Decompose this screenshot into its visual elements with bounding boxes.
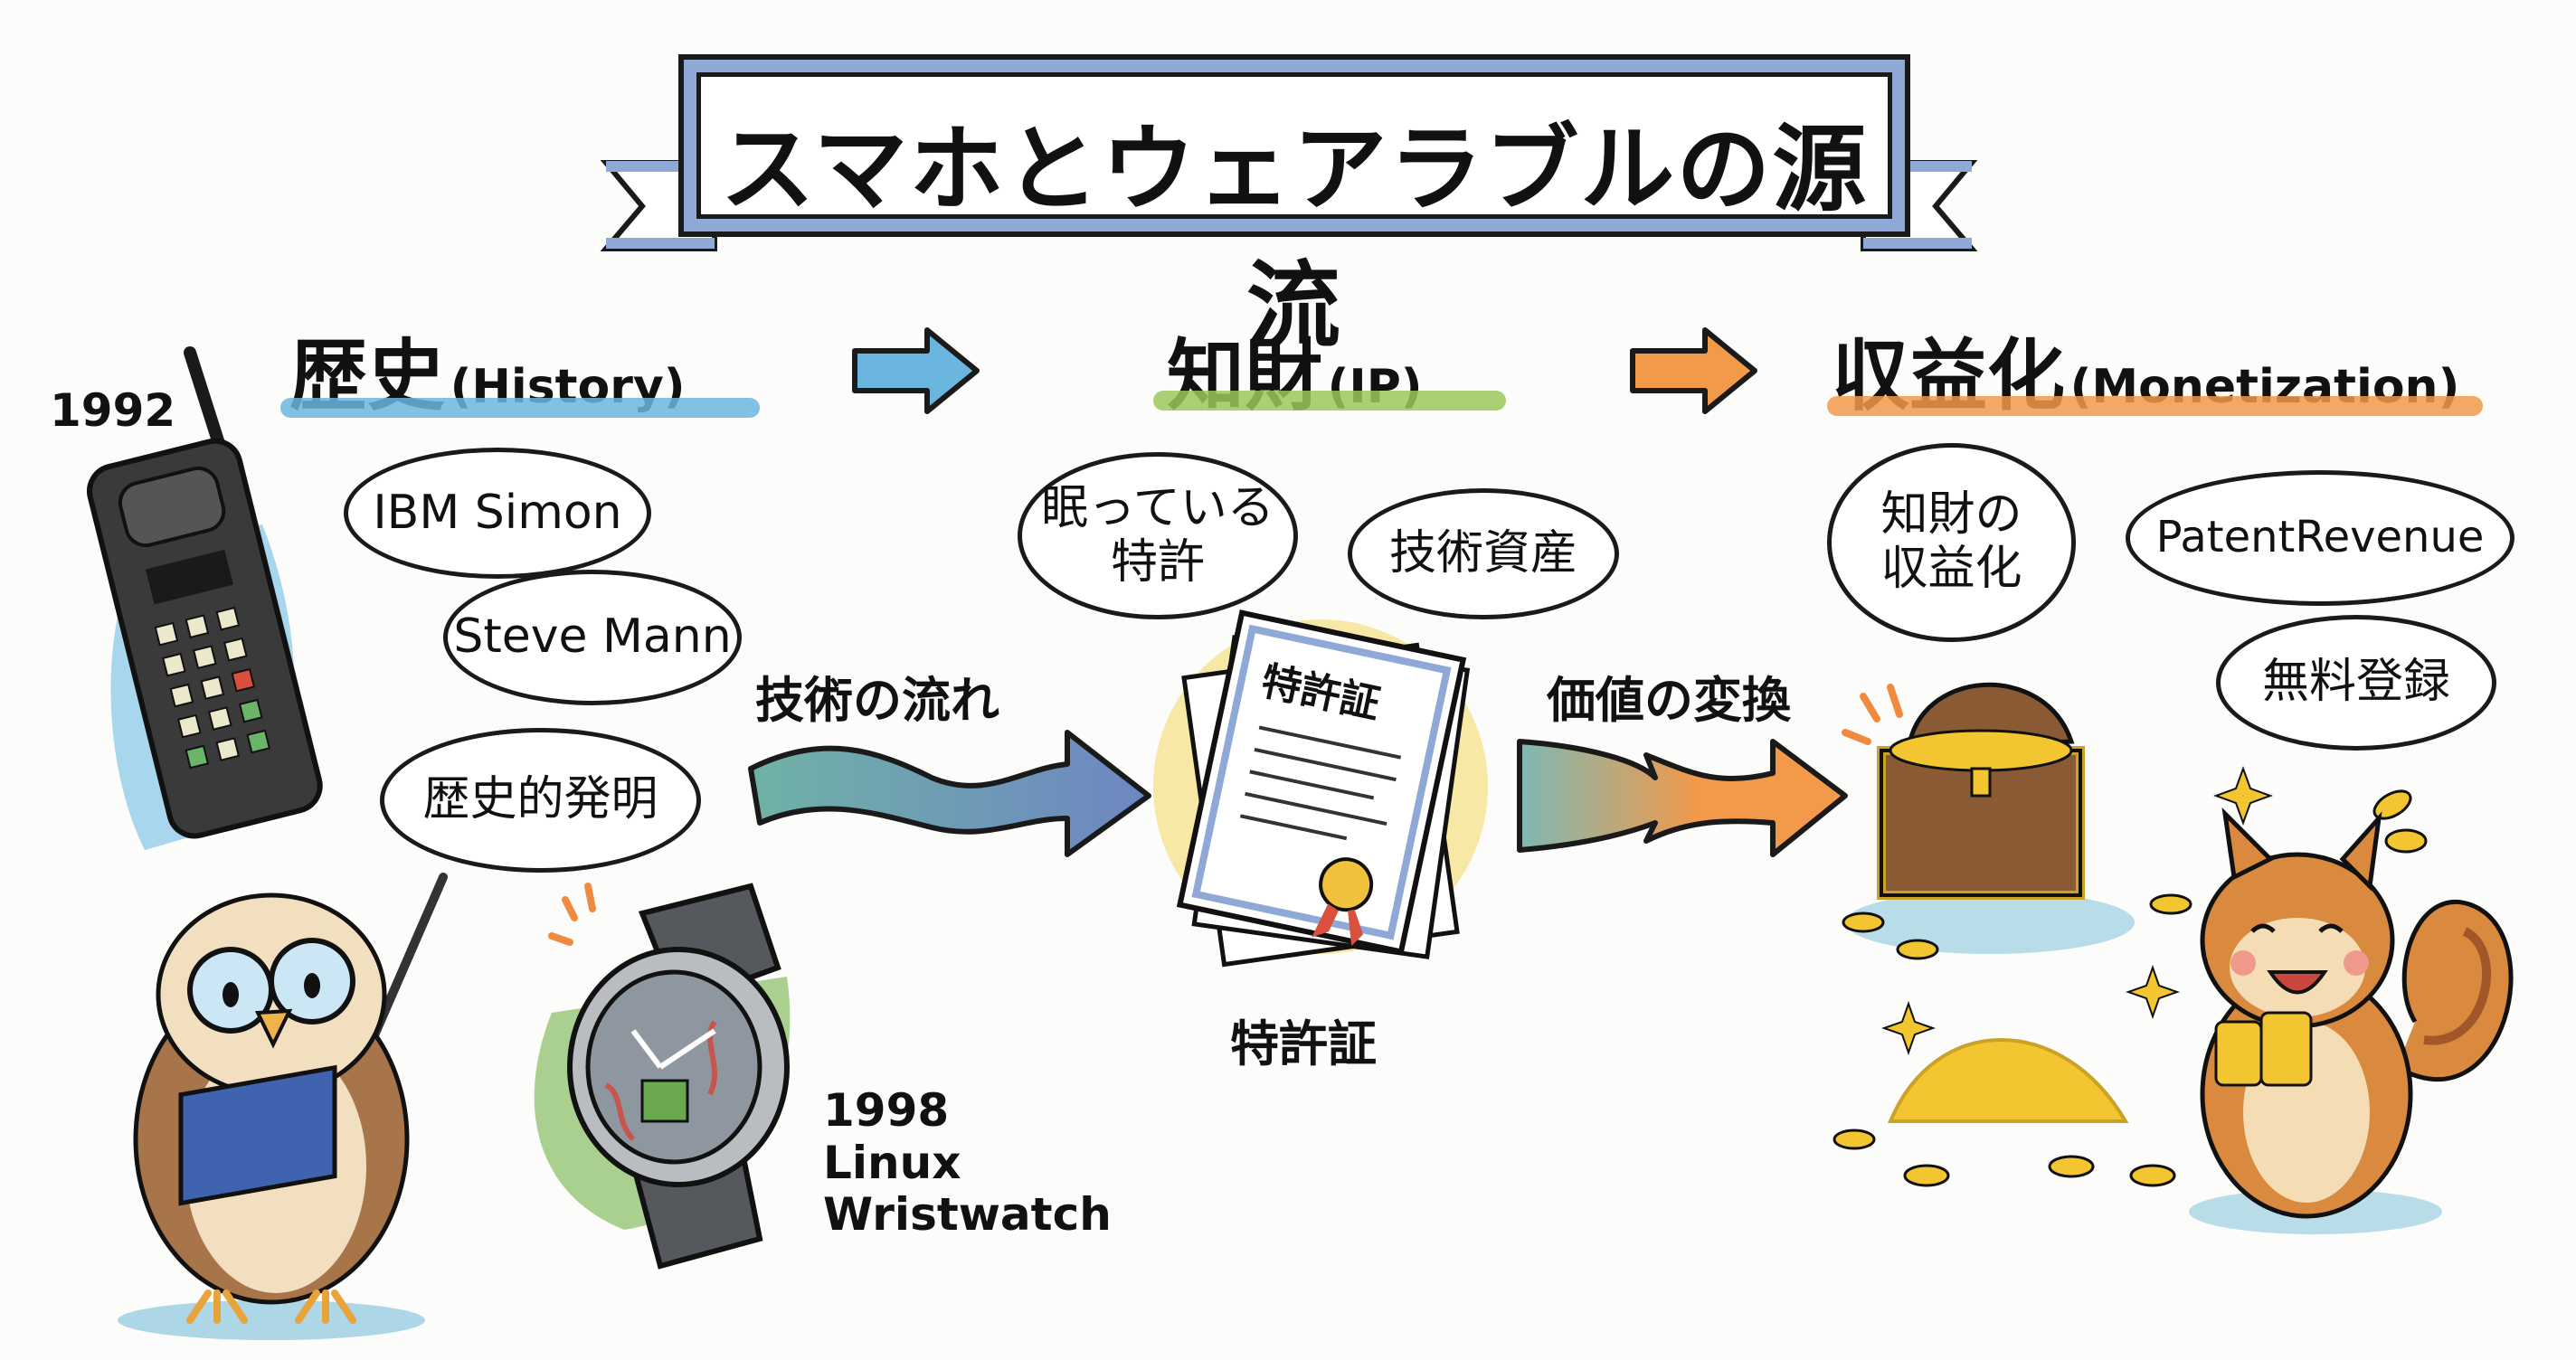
bubble-ip-monetization: 知財の 収益化 xyxy=(1827,443,2076,642)
banner-panel: スマホとウェアラブルの源流 xyxy=(678,54,1910,361)
header-arrow-history-to-ip-icon xyxy=(852,327,980,414)
flow-label-value: 価値の変換 xyxy=(1547,672,1791,729)
linux-wristwatch-icon xyxy=(534,883,791,1270)
treasure-chest-icon xyxy=(1833,682,2273,1187)
bubble-tech-assets-text: 技術資産 xyxy=(1388,525,1577,581)
flow-arrow-value-icon xyxy=(1517,739,1848,857)
underline-ip xyxy=(1153,391,1506,411)
bubble-dormant-patent-text: 眠っている 特許 xyxy=(1041,480,1274,590)
header-arrow-ip-to-monetization-icon xyxy=(1630,327,1757,414)
bubble-steve-mann-text: Steve Mann xyxy=(453,609,732,665)
bubble-historic-invention: 歴史的発明 xyxy=(380,728,701,873)
watch-label-line2: Wristwatch xyxy=(823,1188,1112,1241)
flow-arrow-tech-icon xyxy=(748,730,1151,857)
underline-history xyxy=(280,398,760,418)
bubble-patent-revenue: PatentRevenue xyxy=(2126,470,2514,606)
bubble-steve-mann: Steve Mann xyxy=(443,570,742,705)
certificate-caption: 特許証 xyxy=(1230,1015,1377,1072)
flow-label-tech: 技術の流れ xyxy=(755,672,999,729)
bubble-historic-invention-text: 歴史的発明 xyxy=(422,772,658,827)
patent-certificate-icon xyxy=(1153,609,1488,968)
phone-year: 1992 xyxy=(50,384,176,437)
watch-label-line1: Linux xyxy=(823,1136,961,1189)
owl-teacher-icon xyxy=(118,873,448,1340)
bubble-free-registration: 無料登録 xyxy=(2216,615,2496,751)
underline-monetization xyxy=(1827,396,2483,416)
squirrel-icon xyxy=(2189,789,2514,1234)
bubble-free-registration-text: 無料登録 xyxy=(2261,655,2450,710)
page-title: スマホとウェアラブルの源流 xyxy=(720,114,1869,361)
bubble-patent-revenue-text: PatentRevenue xyxy=(2155,512,2485,563)
bubble-ip-monetization-text: 知財の 収益化 xyxy=(1880,487,2022,596)
watch-year: 1998 xyxy=(823,1084,950,1137)
bubble-ibm-simon: IBM Simon xyxy=(344,448,651,579)
bubble-ibm-simon-text: IBM Simon xyxy=(373,485,622,540)
bubble-tech-assets: 技術資産 xyxy=(1348,488,1619,619)
title-banner: スマホとウェアラブルの源流 xyxy=(579,45,1999,361)
watch-caption: 1998 Linux Wristwatch xyxy=(823,1084,1112,1242)
mobile-phone-icon xyxy=(87,346,323,850)
bubble-dormant-patent: 眠っている 特許 xyxy=(1018,452,1298,619)
